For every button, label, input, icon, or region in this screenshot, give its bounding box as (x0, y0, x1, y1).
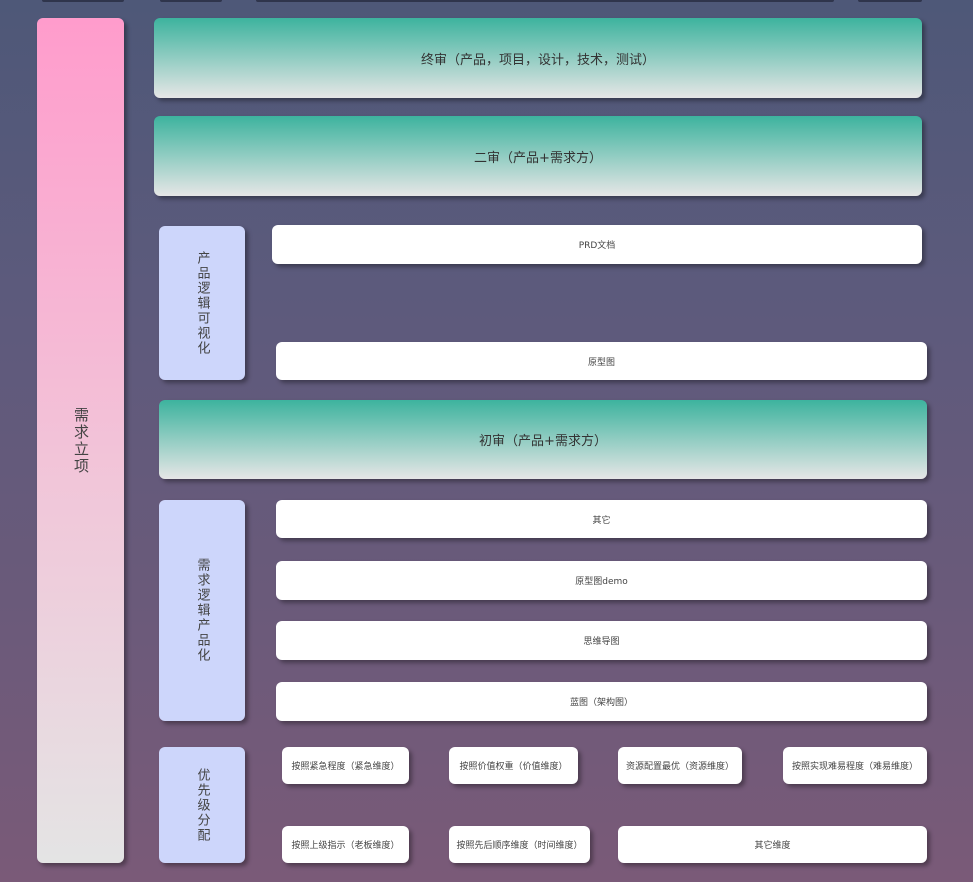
item-label: 按照紧急程度（紧急维度） (291, 762, 400, 772)
top-edge-stub (160, 0, 222, 2)
group-priority-label: 优先级分配 (194, 767, 210, 843)
item-label: 资源配置最优（资源维度） (625, 762, 734, 772)
item-other[interactable]: 其它 (276, 500, 927, 538)
item-label: 其它 (592, 515, 611, 526)
item-label: PRD文档 (578, 241, 616, 251)
group-productization-label: 需求逻辑产品化 (194, 558, 210, 663)
group-visualization[interactable]: 产品逻辑可视化 (159, 226, 245, 380)
group-priority[interactable]: 优先级分配 (159, 747, 245, 863)
item-label: 思维导图 (583, 637, 620, 647)
stage-first-review-label: 初审（产品+需求方） (479, 434, 607, 449)
top-edge-stub (42, 0, 124, 2)
item-label: 原型图 (587, 357, 615, 368)
item-label: 原型图demo (575, 577, 628, 587)
item-difficulty[interactable]: 按照实现难易程度（难易维度） (783, 747, 927, 784)
stage-final-review[interactable]: 终审（产品，项目，设计，技术，测试） (154, 18, 922, 98)
stage-second-review[interactable]: 二审（产品+需求方） (154, 116, 922, 196)
item-blueprint[interactable]: 蓝图（架构图） (276, 682, 927, 721)
item-boss-directive[interactable]: 按照上级指示（老板维度） (282, 826, 409, 863)
item-prototype-demo[interactable]: 原型图demo (276, 561, 927, 600)
top-edge-stub (256, 0, 834, 2)
item-label: 蓝图（架构图） (569, 698, 633, 708)
stage-second-review-label: 二审（产品+需求方） (474, 150, 602, 166)
item-label: 按照上级指示（老板维度） (291, 841, 400, 851)
root-node-label: 需求立项 (72, 406, 90, 475)
item-label: 按照价值权重（价值维度） (459, 762, 568, 772)
item-value-weight[interactable]: 按照价值权重（价值维度） (449, 747, 578, 784)
item-label: 按照实现难易程度（难易维度） (791, 762, 918, 772)
group-visualization-label: 产品逻辑可视化 (194, 250, 210, 356)
item-prd-document[interactable]: PRD文档 (272, 225, 922, 264)
top-edge-stub (858, 0, 922, 2)
item-urgency[interactable]: 按照紧急程度（紧急维度） (282, 747, 409, 784)
item-time-order[interactable]: 按照先后顺序维度（时间维度） (449, 826, 590, 863)
group-productization[interactable]: 需求逻辑产品化 (159, 500, 245, 721)
stage-final-review-label: 终审（产品，项目，设计，技术，测试） (420, 52, 655, 68)
item-prototype[interactable]: 原型图 (276, 342, 927, 380)
item-mind-map[interactable]: 思维导图 (276, 621, 927, 660)
item-other-dimension[interactable]: 其它维度 (618, 826, 927, 863)
root-node-requirement-initiation[interactable]: 需求立项 (37, 18, 124, 863)
item-resource-optimal[interactable]: 资源配置最优（资源维度） (618, 747, 742, 784)
stage-first-review[interactable]: 初审（产品+需求方） (159, 400, 927, 479)
item-label: 按照先后顺序维度（时间维度） (456, 841, 583, 851)
item-label: 其它维度 (754, 841, 791, 851)
